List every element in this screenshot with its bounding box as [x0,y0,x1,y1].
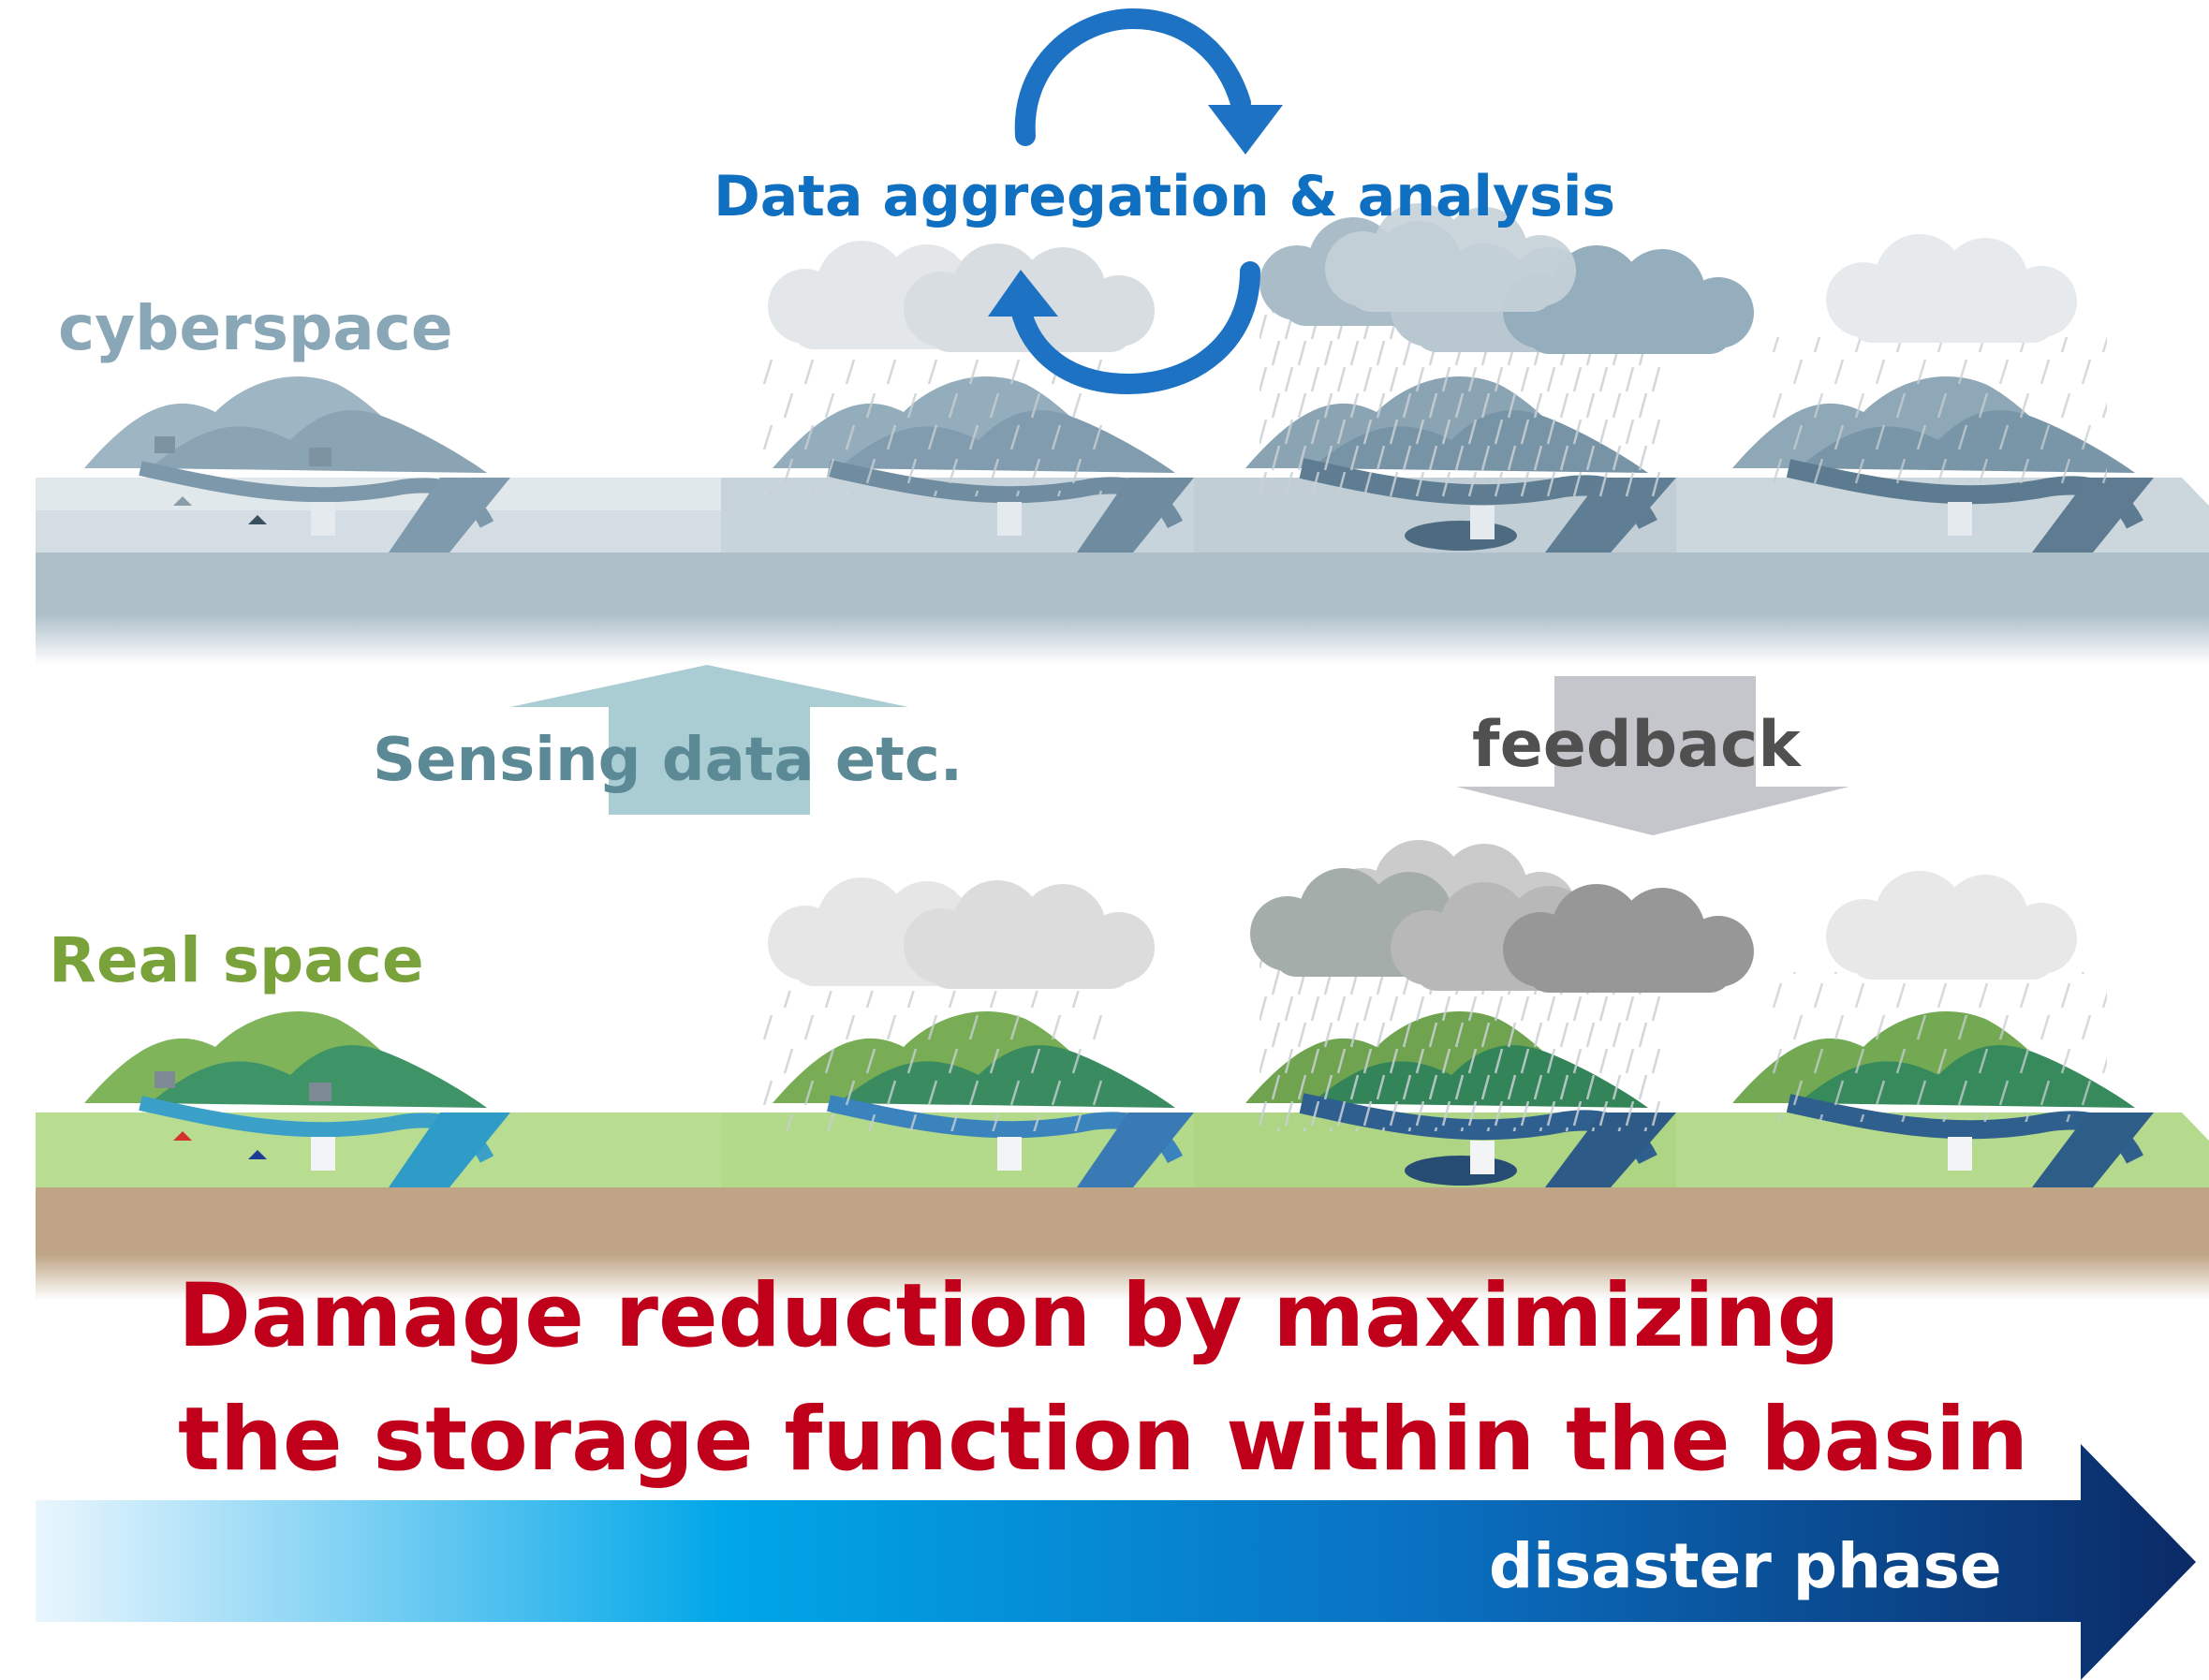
cycle-arrows-icon [988,7,1283,395]
dam-icon [155,1071,175,1088]
cyber-basin-4 [1732,337,2154,553]
real-basin-2 [754,991,1194,1187]
disaster-phase-label: disaster phase [1489,1530,2002,1602]
sensing-label: Sensing data etc. [373,726,964,795]
real-space-label: Real space [49,924,424,996]
up-arrow-icon [510,665,908,815]
cyber-ground-band [36,553,2209,665]
building-icon [311,502,335,536]
rain-icon [754,356,1110,496]
dam-icon [309,1083,331,1101]
analysis-label: Data aggregation & analysis [714,164,1616,229]
building-icon [311,1137,335,1171]
house-icon [173,1131,192,1141]
cyber-basin-1 [84,376,510,553]
cyberspace-label: cyberspace [58,292,453,364]
real-soil-band [36,1187,2209,1300]
house-icon [248,515,267,524]
dam-icon [155,436,175,453]
dam-icon [309,448,331,466]
cyber-basin-2 [754,356,1194,553]
headline-line-2: the storage function within the basin [178,1389,2029,1491]
real-basin-4 [1732,972,2154,1187]
house-icon [173,496,192,506]
feedback-label: feedback [1472,708,1801,782]
cloud-icon [1826,871,2077,980]
cloud-icon [1826,234,2077,343]
real-clouds [768,840,2077,993]
down-arrow-icon [1456,676,1849,835]
house-icon [248,1150,267,1159]
headline: Damage reduction by maximizing the stora… [178,1255,2028,1502]
phase-arrow-icon [36,1444,2196,1680]
real-basin-1 [84,1010,510,1187]
headline-line-1: Damage reduction by maximizing [178,1265,1840,1367]
